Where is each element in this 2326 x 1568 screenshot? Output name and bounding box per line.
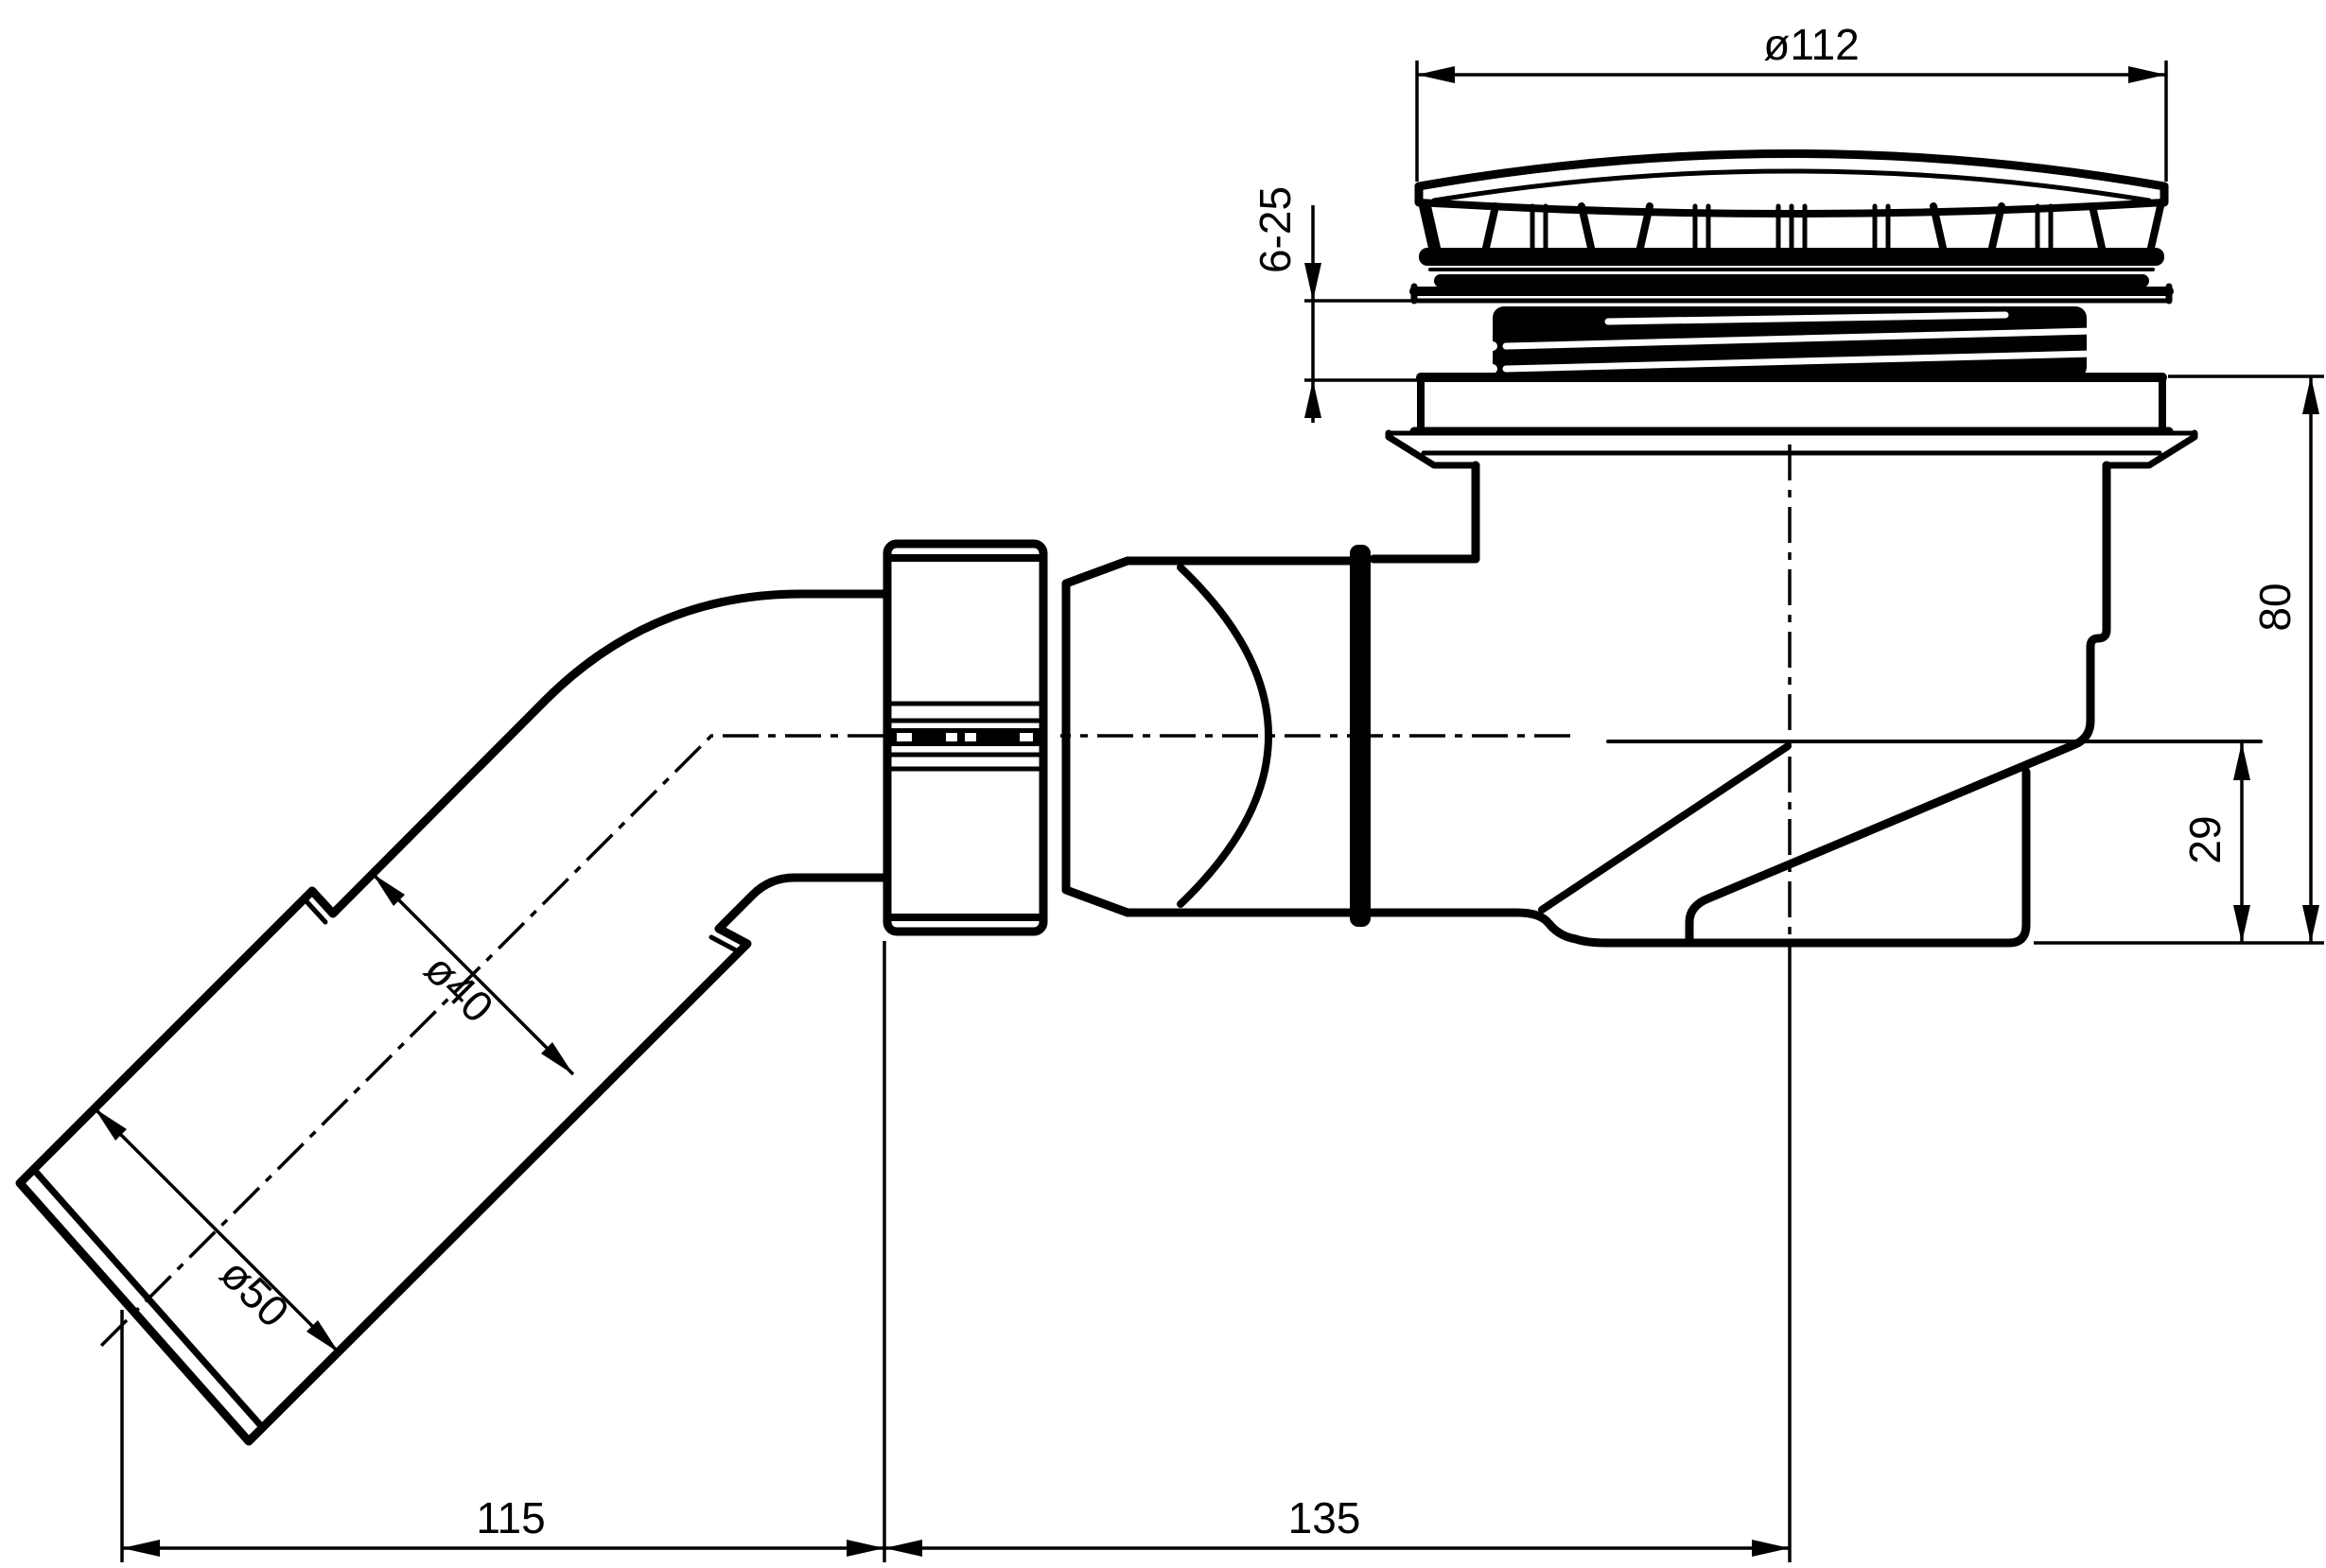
- socket-end-face-inner: [30, 1166, 267, 1432]
- lip-claw-left: [1385, 429, 1479, 469]
- arrow-bottom: [1304, 380, 1321, 418]
- upper-flange: [1409, 283, 2174, 305]
- arrow-middle-right: [884, 1540, 922, 1557]
- arrow-top: [2302, 376, 2319, 414]
- elbow-outline: [15, 589, 892, 1446]
- ext-lines: [1304, 299, 1421, 382]
- nut-grip-lines: [886, 701, 1044, 772]
- label-cap-diameter: ø112: [1763, 20, 1859, 69]
- cap-legs: [1419, 202, 2164, 252]
- dimension-cap-diameter: ø112: [1415, 20, 2168, 182]
- cap-gasket-rings: [1419, 248, 2164, 287]
- arrow-bottom: [2233, 905, 2250, 943]
- label-sump-height: 29: [2180, 815, 2230, 863]
- dimension-sump-height: 29: [2180, 742, 2250, 943]
- ext-lines: [2034, 375, 2324, 945]
- body-right-wall-and-floor: [1685, 461, 2111, 948]
- arrow-right-outer: [1752, 1540, 1790, 1557]
- washer-ring: [1047, 549, 1060, 931]
- arrow-left-outer: [122, 1540, 160, 1557]
- arrow-middle-left: [847, 1540, 884, 1557]
- label-length-left: 115: [476, 1493, 545, 1542]
- union-nut: [883, 539, 1048, 936]
- cap-inner-arc: [1431, 168, 2152, 203]
- socket-shoulder-upper: [302, 897, 328, 925]
- lower-flange-sides: [1417, 374, 2166, 435]
- arrow-left: [1417, 66, 1455, 83]
- outlet-socket: [1047, 545, 1480, 931]
- lower-flange: [1409, 373, 2174, 436]
- arrow-upper: [95, 1108, 127, 1141]
- dimension-tray-thickness: 6-25: [1250, 186, 1421, 423]
- trap-body: [1177, 461, 2263, 948]
- dimension-bottom-lengths: 115 135: [120, 941, 1792, 1562]
- arrow-upper: [373, 874, 405, 906]
- dim-line: [93, 1106, 341, 1354]
- gasket-ring-upper: [1419, 248, 2164, 266]
- label-total-height: 80: [2250, 583, 2300, 631]
- gasket-ring-lower: [1434, 274, 2149, 287]
- dimension-total-height: 80: [2034, 375, 2324, 945]
- arrow-bottom: [2302, 905, 2319, 943]
- clamp-lip: [1385, 429, 2198, 469]
- arrow-top: [1304, 263, 1321, 301]
- thread-section: [1488, 306, 2096, 378]
- arrow-right: [2128, 66, 2166, 83]
- elbow-pipe: [15, 589, 892, 1446]
- arrow-lower: [541, 1042, 573, 1074]
- cap-top-arc: [1414, 149, 2169, 191]
- pipe-axis-centerline: [93, 734, 1570, 1354]
- dim-line: [371, 872, 575, 1076]
- thread-gap-3: [1502, 350, 2096, 373]
- thread-gap-1: [1604, 311, 2009, 325]
- label-socket-diameter: ø50: [211, 1248, 299, 1336]
- label-length-right: 135: [1288, 1493, 1361, 1542]
- socket-shoulder-lower: [708, 934, 743, 955]
- lip-claw-right: [2103, 429, 2198, 469]
- centerlines: [93, 444, 1792, 1354]
- o-ring-seal: [1350, 545, 1371, 927]
- body-sump-bottom: [1369, 767, 2031, 948]
- thread-gap-2: [1502, 327, 2096, 350]
- label-tray-thickness: 6-25: [1250, 186, 1300, 273]
- floor-edge-left: [1538, 742, 1792, 914]
- arrow-top: [2233, 742, 2250, 780]
- socket-face: [1061, 556, 1132, 917]
- socket-bell-mouth-arc: [1177, 564, 1272, 908]
- ext-lines: [1415, 61, 2168, 182]
- arrow-lower: [306, 1320, 339, 1352]
